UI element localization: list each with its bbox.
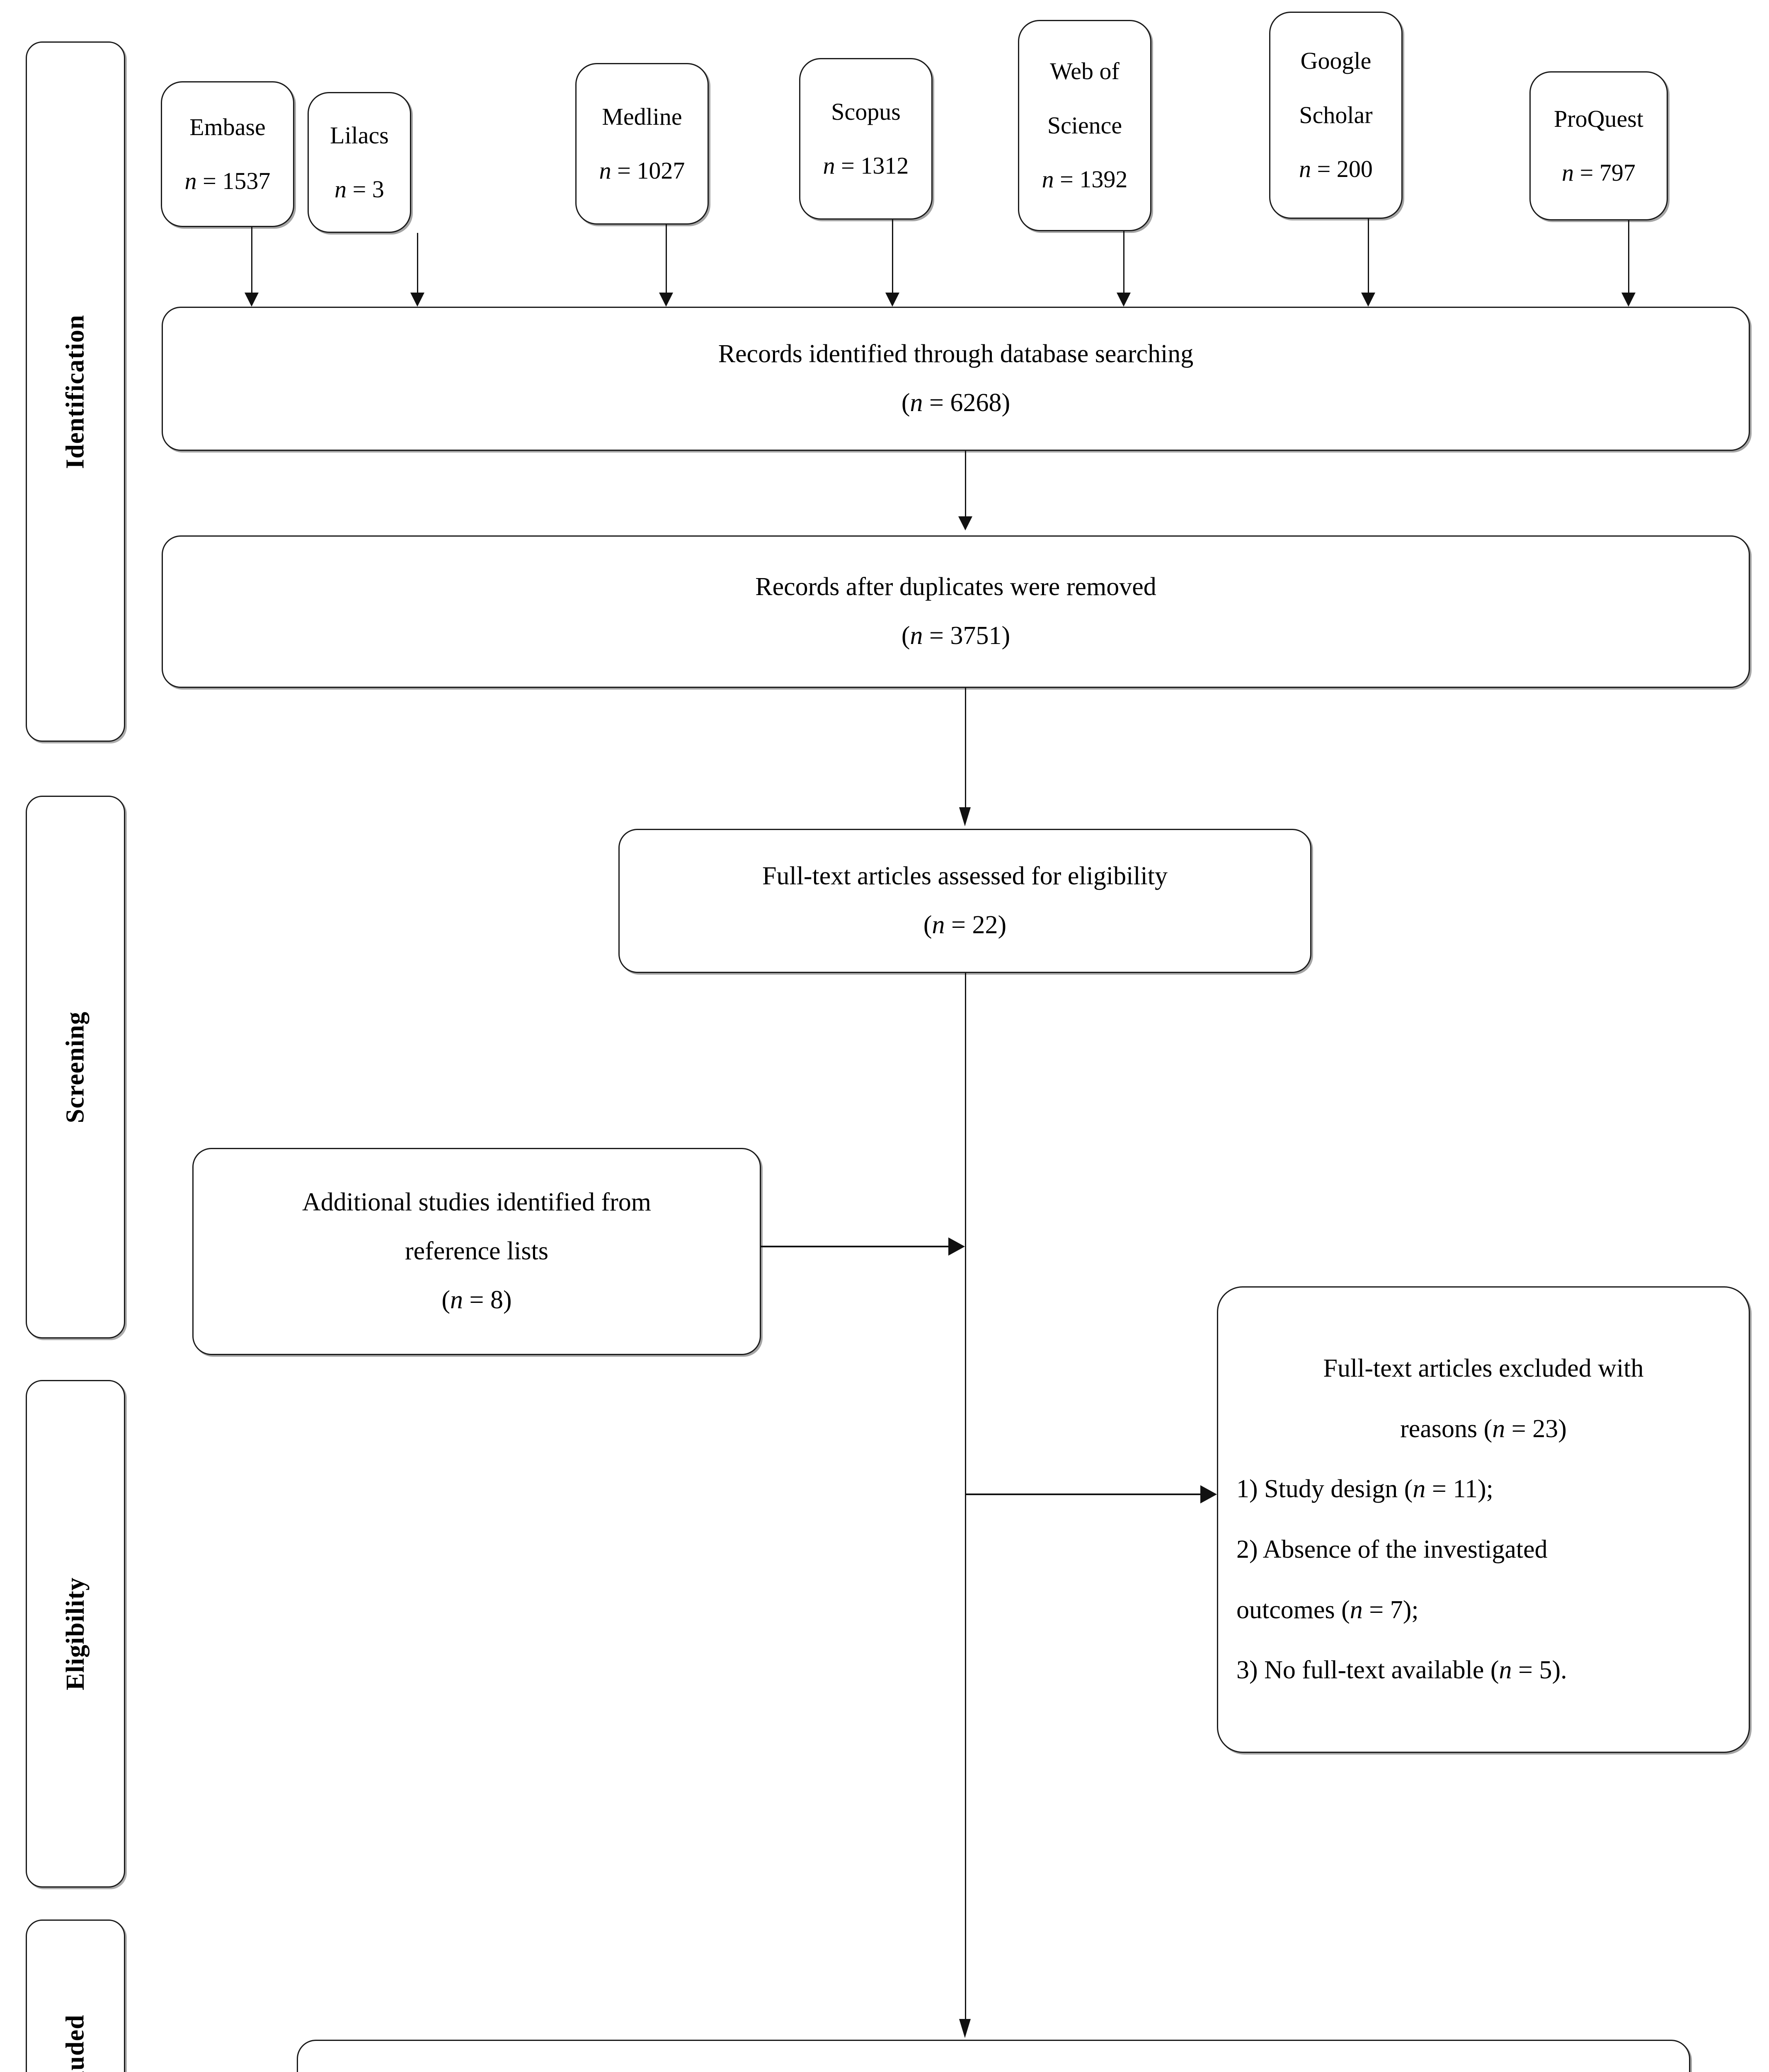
additional-studies-count: (n = 8)	[441, 1285, 512, 1314]
source-count-scopus: n = 1312	[823, 152, 909, 179]
source-count-web-of-science: n = 1392	[1042, 166, 1128, 193]
source-box-web-of-science: Web of Science n = 1392	[1018, 20, 1151, 231]
node-fulltext-excluded: Full-text articles excluded with reasons…	[1217, 1286, 1750, 1753]
source-box-embase: Embase n = 1537	[161, 81, 294, 227]
node-records-after-duplicates: Records after duplicates were removed (n…	[162, 535, 1750, 688]
excluded-reason-2-line2: outcomes (n = 7);	[1236, 1595, 1419, 1624]
stage-label-identification-text: Identification	[61, 314, 90, 469]
node-studies-included: Studies included in qualitative synthesi…	[297, 2040, 1690, 2072]
connector-spine-to-excluded	[966, 1493, 1200, 1495]
excluded-reason-2-line1: 2) Absence of the investigated	[1236, 1535, 1548, 1564]
arrow-lilacs-to-identified	[410, 293, 424, 307]
arrow-medline-to-identified	[659, 293, 673, 307]
excluded-line1: Full-text articles excluded with	[1323, 1354, 1644, 1382]
fulltext-assessed-count: (n = 22)	[923, 911, 1007, 939]
connector-web-of-science	[1123, 231, 1124, 293]
excluded-reason-3: 3) No full-text available (n = 5).	[1236, 1656, 1567, 1685]
arrow-dedup-to-fulltext	[959, 807, 971, 826]
connector-lilacs	[417, 233, 418, 293]
source-name-web-of-science-line1: Web of	[1050, 58, 1120, 85]
connector-proquest	[1628, 220, 1629, 293]
arrow-spine-to-excluded	[1200, 1485, 1217, 1503]
connector-dedup-to-fulltext	[965, 688, 966, 808]
stage-label-included: Included	[26, 1920, 125, 2072]
arrow-spine-to-included	[959, 2019, 971, 2038]
source-box-proquest: ProQuest n = 797	[1529, 71, 1668, 220]
arrow-web-of-science-to-identified	[1117, 293, 1131, 307]
source-name-embase: Embase	[189, 113, 266, 140]
source-name-scopus: Scopus	[831, 98, 901, 125]
source-count-proquest: n = 797	[1562, 159, 1636, 186]
stage-label-screening: Screening	[26, 796, 125, 1339]
arrow-proquest-to-identified	[1621, 293, 1636, 307]
arrow-google-scholar-to-identified	[1361, 293, 1375, 307]
arrow-additional-to-spine	[948, 1237, 965, 1256]
stage-label-eligibility-text: Eligibility	[61, 1577, 90, 1690]
source-box-lilacs: Lilacs n = 3	[308, 92, 411, 233]
source-name-proquest: ProQuest	[1554, 105, 1643, 132]
arrow-embase-to-identified	[245, 293, 259, 307]
stage-label-included-text: Included	[61, 2014, 90, 2072]
node-additional-studies: Additional studies identified from refer…	[192, 1148, 761, 1355]
connector-embase	[251, 227, 252, 293]
excluded-reason-1: 1) Study design (n = 11);	[1236, 1475, 1493, 1503]
node-fulltext-assessed: Full-text articles assessed for eligibil…	[618, 829, 1311, 973]
arrow-identified-to-dedup	[958, 516, 972, 530]
source-count-google-scholar: n = 200	[1299, 155, 1373, 183]
additional-studies-line2: reference lists	[405, 1237, 548, 1266]
connector-main-spine	[965, 973, 966, 2034]
source-name-web-of-science-line2: Science	[1047, 111, 1122, 139]
records-identified-count: (n = 6268)	[901, 389, 1011, 417]
source-name-lilacs: Lilacs	[330, 121, 389, 149]
connector-google-scholar	[1368, 219, 1369, 293]
node-records-identified: Records identified through database sear…	[162, 307, 1750, 451]
records-after-duplicates-count: (n = 3751)	[901, 622, 1011, 650]
source-name-google-scholar-line1: Google	[1300, 47, 1372, 75]
source-box-google-scholar: Google Scholar n = 200	[1269, 12, 1403, 219]
connector-additional-to-spine	[761, 1246, 948, 1247]
source-name-google-scholar-line2: Scholar	[1299, 101, 1373, 128]
source-box-scopus: Scopus n = 1312	[799, 58, 933, 220]
excluded-reasons-total: reasons (n = 23)	[1400, 1414, 1567, 1443]
records-after-duplicates-title: Records after duplicates were removed	[755, 573, 1156, 601]
connector-medline	[666, 225, 667, 293]
arrow-scopus-to-identified	[885, 293, 899, 307]
source-count-embase: n = 1537	[184, 167, 271, 194]
connector-identified-to-dedup	[965, 451, 966, 517]
records-identified-title: Records identified through database sear…	[718, 340, 1194, 368]
source-count-medline: n = 1027	[599, 157, 685, 184]
source-box-medline: Medline n = 1027	[575, 63, 709, 225]
additional-studies-line1: Additional studies identified from	[302, 1188, 652, 1217]
source-count-lilacs: n = 3	[334, 176, 384, 203]
stage-label-identification: Identification	[26, 41, 125, 742]
connector-scopus	[892, 220, 893, 293]
fulltext-assessed-title: Full-text articles assessed for eligibil…	[762, 862, 1168, 891]
stage-label-screening-text: Screening	[61, 1011, 90, 1123]
source-name-medline: Medline	[602, 103, 682, 130]
stage-label-eligibility: Eligibility	[26, 1380, 125, 1888]
